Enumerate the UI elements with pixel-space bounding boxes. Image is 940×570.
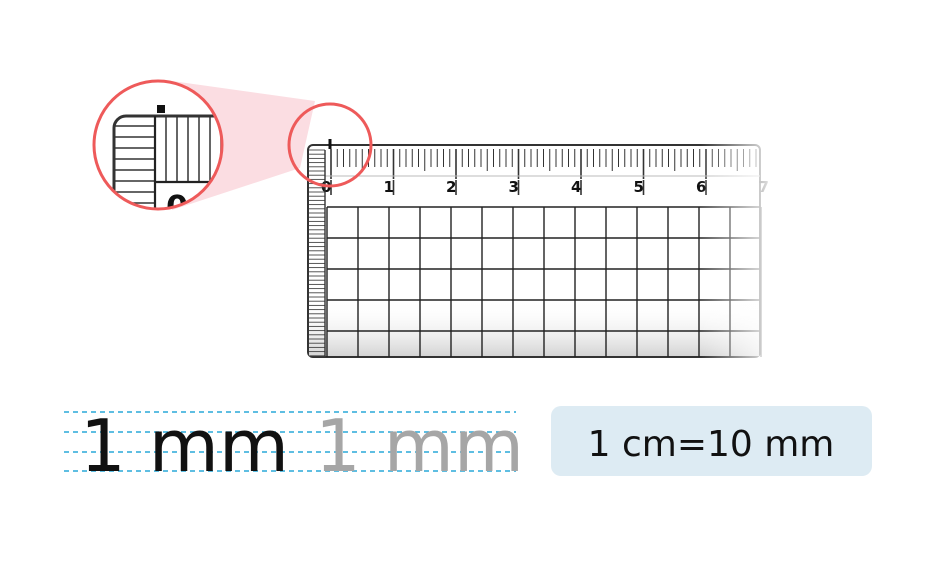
magnified-horizontal-ticks xyxy=(114,125,155,204)
ruler-label-1: 1 xyxy=(384,178,394,196)
ruler-label-3: 3 xyxy=(509,178,519,196)
magnified-ruler-corner: 0 xyxy=(112,105,222,209)
ruler-grid xyxy=(326,206,762,357)
zero-marker xyxy=(157,105,165,113)
unit-trace-text: 1 mm xyxy=(315,404,524,488)
ruler-label-2: 2 xyxy=(446,178,456,196)
magnifier-circle xyxy=(92,79,224,211)
ruler-label-5: 5 xyxy=(634,178,644,196)
ruler-fade xyxy=(700,135,780,367)
ruler-shade xyxy=(309,300,759,356)
ruler: 01234567 xyxy=(307,135,780,367)
conversion-text: 1 cm=10 mm xyxy=(588,424,835,465)
conversion-box: 1 cm=10 mm xyxy=(551,406,872,476)
ruler-label-4: 4 xyxy=(571,178,581,196)
zero-highlight-circle xyxy=(287,102,373,188)
unit-dark-text: 1 mm xyxy=(80,404,289,488)
magnifier: 0 xyxy=(92,79,224,211)
writing-guide: 1 mm 1 mm xyxy=(64,404,524,488)
ruler-left-ticks xyxy=(309,149,326,357)
